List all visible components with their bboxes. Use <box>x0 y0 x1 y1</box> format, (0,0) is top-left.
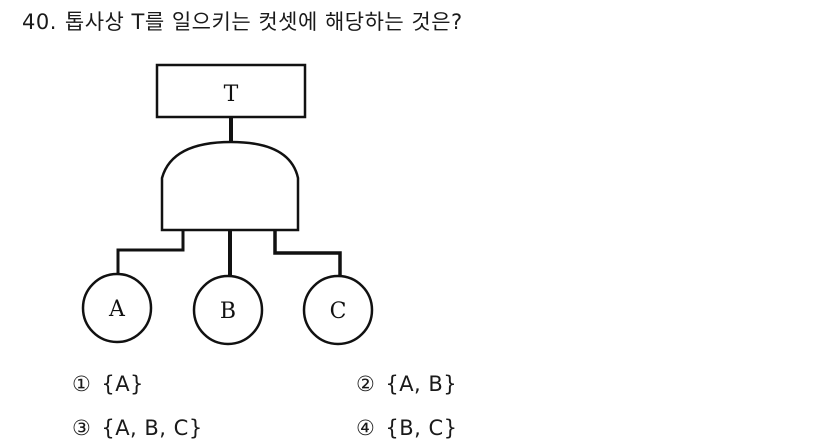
option-1-text: {A} <box>101 372 144 396</box>
option-2-text: {A, B} <box>385 372 458 396</box>
connector-c <box>273 230 342 276</box>
question-number: 40. <box>22 10 57 34</box>
connector-a <box>116 230 185 274</box>
event-circle-a <box>81 272 153 344</box>
event-circle-c <box>302 274 374 346</box>
event-label-c: C <box>330 299 347 324</box>
top-event-label: T <box>224 82 239 107</box>
option-4[interactable]: ④ {B, C} <box>356 416 457 440</box>
option-4-text: {B, C} <box>385 416 458 440</box>
question: 40. 톱사상 T를 일으키는 컷셋에 해당하는 것은? <box>22 6 463 36</box>
option-1-marker: ① <box>72 372 92 396</box>
option-3-marker: ③ <box>72 416 92 440</box>
event-label-b: B <box>220 299 236 324</box>
option-1[interactable]: ① {A} <box>72 372 144 396</box>
option-3[interactable]: ③ {A, B, C} <box>72 416 203 440</box>
and-gate-icon <box>160 140 300 232</box>
question-text: 톱사상 T를 일으키는 컷셋에 해당하는 것은? <box>64 10 463 34</box>
option-2[interactable]: ② {A, B} <box>356 372 457 396</box>
option-2-marker: ② <box>356 372 376 396</box>
event-circle-b <box>192 274 264 346</box>
event-label-a: A <box>108 297 126 322</box>
option-4-marker: ④ <box>356 416 376 440</box>
option-3-text: {A, B, C} <box>101 416 203 440</box>
